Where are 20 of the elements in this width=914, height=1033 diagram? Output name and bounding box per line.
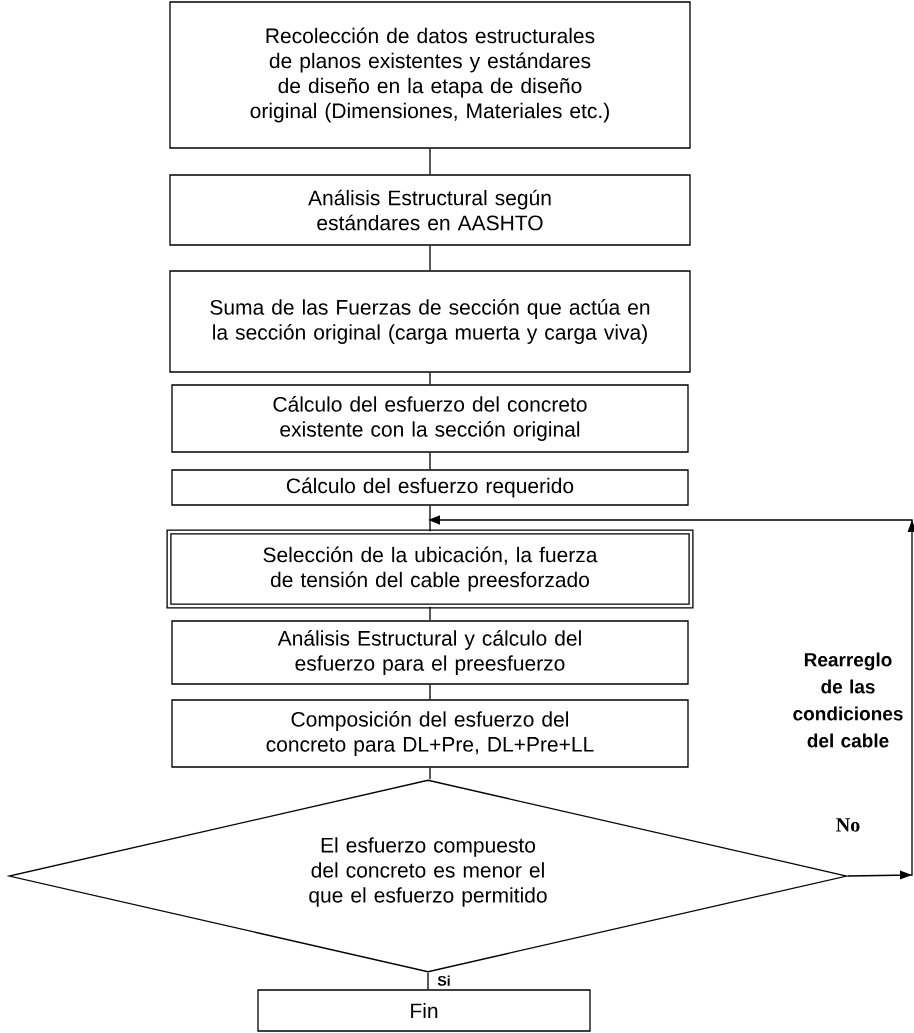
process-box: Recolección de datos estructurales de planos existentes y estándares de diseño en la etapa de diseño original (Dimensiones, Materiales etc.) bbox=[169, 1, 691, 149]
connector-line bbox=[429, 684, 431, 700]
process-box: Cálculo del esfuerzo requerido bbox=[171, 469, 689, 506]
connector-line bbox=[429, 767, 431, 780]
connector-line bbox=[429, 606, 431, 621]
process-box: Selección de la ubicación, la fuerza de tensión del cable preesforzado bbox=[166, 529, 694, 609]
process-box: Análisis Estructural según estándares en AASHTO bbox=[169, 174, 691, 246]
connector-line bbox=[427, 972, 429, 990]
connector-line bbox=[429, 148, 431, 175]
connector-line bbox=[429, 245, 431, 271]
edge-label: Si bbox=[437, 975, 450, 986]
process-box: Composición del esfuerzo del concreto para DL+Pre, DL+Pre+LL bbox=[171, 699, 689, 768]
side-note: Rearreglo de las condiciones del cable bbox=[793, 652, 903, 748]
connector-line bbox=[429, 372, 431, 385]
process-box: Cálculo del esfuerzo del concreto existente con la sección original bbox=[171, 384, 689, 453]
connector-line bbox=[429, 452, 431, 470]
process-box: Suma de las Fuerzas de sección que actúa en la sección original (carga muerta y carga viva) bbox=[169, 270, 691, 373]
connector-line bbox=[429, 505, 431, 532]
process-box: Análisis Estructural y cálculo del esfuerzo para el preesfuerzo bbox=[171, 620, 689, 685]
process-box: Fin bbox=[257, 989, 591, 1032]
